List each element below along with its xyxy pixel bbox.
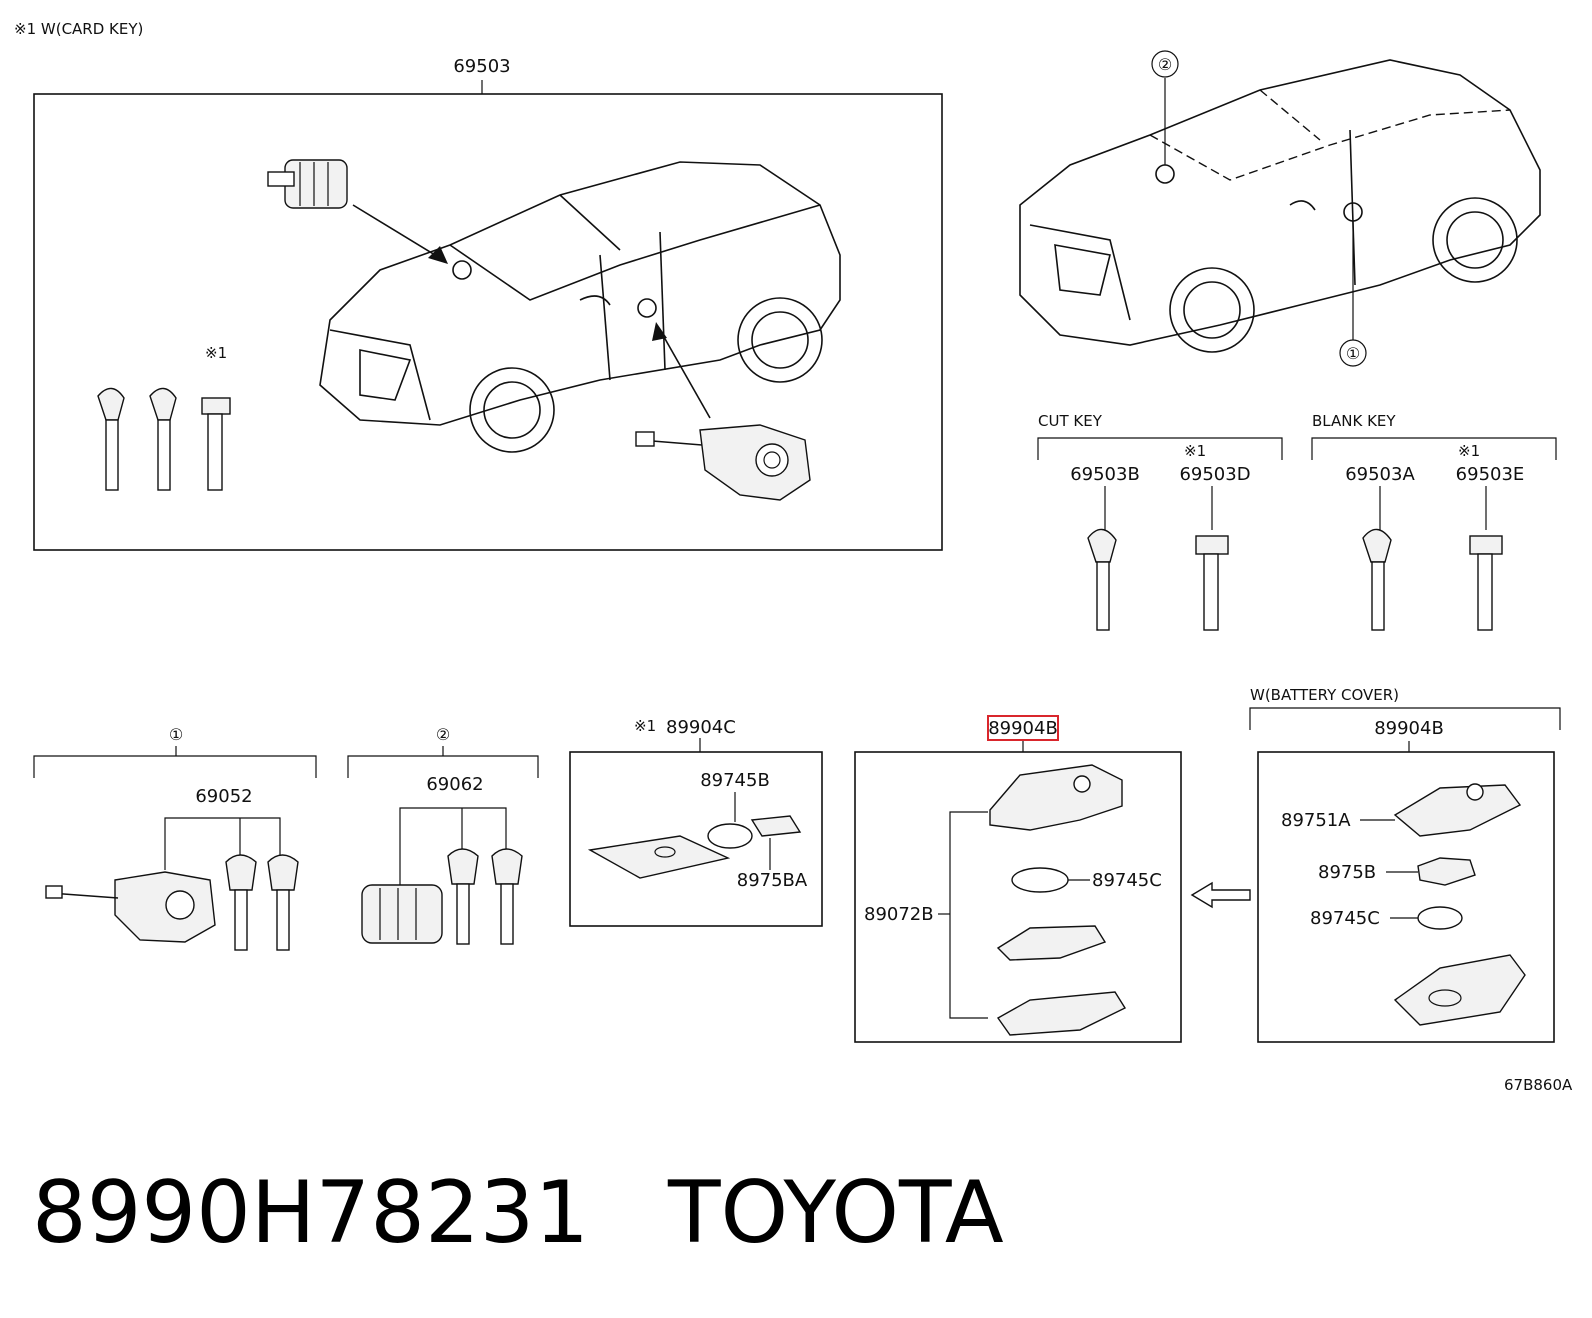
group-one-mark: ① [169, 725, 183, 744]
arrow-to-door [659, 329, 711, 419]
kit-key-1 [97, 387, 125, 491]
kit-key-2 [149, 387, 177, 491]
part-label-8975BA[interactable]: 8975BA [737, 870, 808, 891]
part-label-89904B-cover[interactable]: 89904B [1374, 718, 1444, 739]
lock-cylinder-drawing [267, 159, 348, 209]
callout-one-top: ① [1346, 344, 1360, 363]
kit-card-key-blade [201, 397, 231, 491]
part-label-69503B[interactable]: 69503B [1070, 464, 1140, 485]
part-label-89072B[interactable]: 89072B [864, 904, 934, 925]
highlight-box [987, 715, 1059, 741]
fob-section: 89904B 89745C 89072B [854, 715, 1182, 1043]
part-label-89751A[interactable]: 89751A [1281, 810, 1351, 831]
callout-two-top: ② [1158, 55, 1172, 74]
blank-key-section: BLANK KEY ※1 69503A 69503E [1311, 412, 1557, 631]
cut-key-note: ※1 [1184, 442, 1206, 460]
arrow-to-hood [352, 204, 441, 259]
card-key-section: ※1 89904C 89745B 8975BA [569, 717, 823, 927]
battery-cover-box [1257, 751, 1555, 1043]
part-label-89745C[interactable]: 89745C [1092, 870, 1162, 891]
card-key-note: ※1 W(CARD KEY) [14, 20, 143, 38]
replacement-arrow [1190, 881, 1251, 909]
group-one-section: ① 69052 [33, 725, 317, 951]
card-key-box [569, 751, 823, 927]
car-illustration-left [319, 161, 841, 453]
part-label-89745B[interactable]: 89745B [700, 770, 770, 791]
part-label-89904C[interactable]: 89904C [666, 717, 736, 738]
part-label-69503A[interactable]: 69503A [1345, 464, 1415, 485]
battery-cover-title: W(BATTERY COVER) [1250, 686, 1399, 704]
kit-section: 69503 [33, 56, 943, 551]
part-label-69503E[interactable]: 69503E [1456, 464, 1525, 485]
kit-part-label[interactable]: 69503 [453, 56, 510, 77]
footer-brand: TOYOTA [667, 1163, 1004, 1263]
kit-card-key-note: ※1 [205, 344, 227, 362]
car-illustration-right [1019, 50, 1541, 367]
fob-box [854, 751, 1182, 1043]
cut-key-section: CUT KEY ※1 69503B 69503D [1037, 412, 1283, 631]
battery-cover-section: W(BATTERY COVER) 89904B 89751A 8975B 897… [1249, 686, 1561, 1043]
kit-box [33, 93, 943, 551]
part-label-69062[interactable]: 69062 [426, 774, 483, 795]
group-two-section: ② 69062 [347, 725, 539, 945]
blank-key-note: ※1 [1458, 442, 1480, 460]
part-label-69052[interactable]: 69052 [195, 786, 252, 807]
group-two-mark: ② [436, 725, 450, 744]
part-label-89904B-highlighted[interactable]: 89904B [988, 718, 1058, 739]
diagram-code: 67B860A [1504, 1076, 1573, 1094]
door-lock-drawing [635, 424, 811, 501]
part-label-89745C-cover[interactable]: 89745C [1310, 908, 1380, 929]
footer-part-number: 8990H78231 [32, 1163, 589, 1263]
blank-key-title: BLANK KEY [1312, 412, 1396, 430]
cut-key-title: CUT KEY [1038, 412, 1103, 430]
part-label-8975B[interactable]: 8975B [1318, 862, 1376, 883]
part-label-69503D[interactable]: 69503D [1179, 464, 1250, 485]
card-key-section-note: ※1 [634, 717, 656, 735]
